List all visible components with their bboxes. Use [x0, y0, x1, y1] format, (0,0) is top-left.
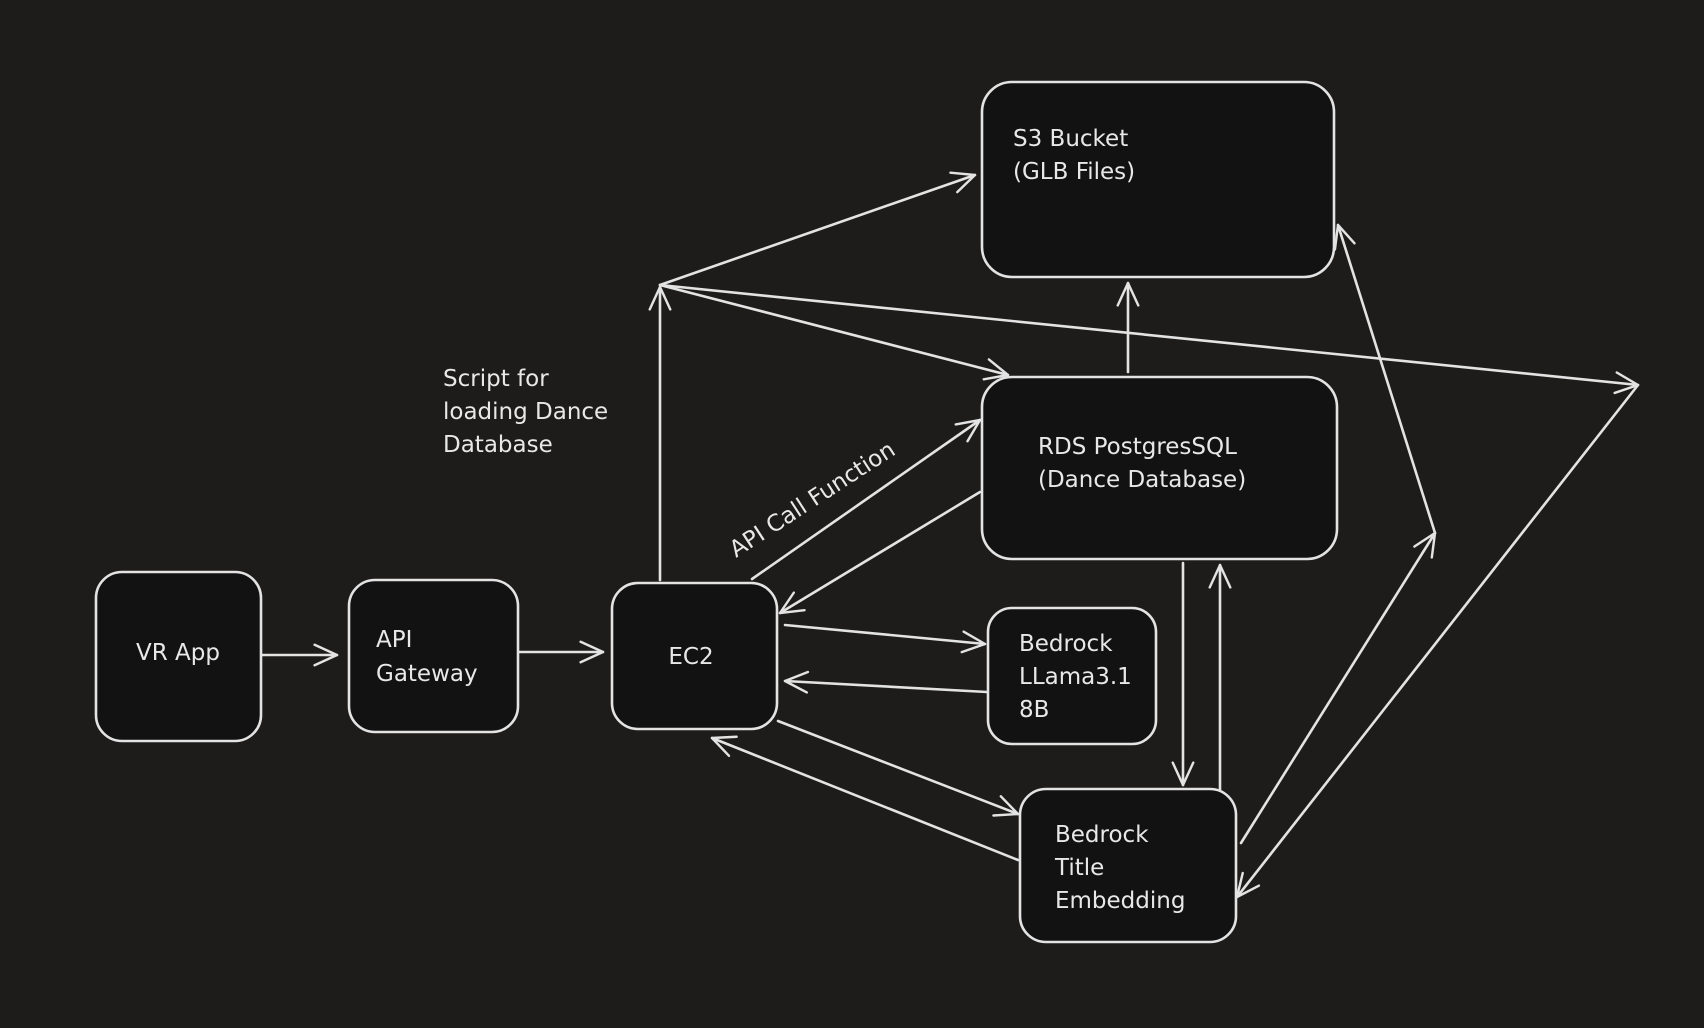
node-bedrock-title-embedding: Bedrock Title Embedding	[1018, 787, 1238, 944]
edge-ec2-to-llama	[783, 623, 987, 654]
script-note-line: Script for	[443, 366, 549, 392]
node-vr-app: VR App	[94, 570, 263, 743]
node-bedrock-llama: Bedrock LLama3.1 8B	[986, 606, 1158, 746]
node-label: Embedding	[1055, 888, 1185, 914]
edge-llama-to-ec2	[783, 670, 989, 694]
edge-junction-to-s3	[658, 171, 977, 287]
edge-lower-vertex-to-s3	[1333, 223, 1437, 535]
node-label: (GLB Files)	[1013, 159, 1135, 185]
api-call-function-label: API Call Function	[725, 437, 900, 563]
node-label: API	[376, 627, 412, 653]
node-label: EC2	[668, 644, 713, 670]
edge-ec2-to-title-embedding	[776, 719, 1020, 817]
node-label: 8B	[1019, 697, 1049, 723]
script-note: Script for loading Dance Database	[443, 366, 608, 458]
edge-title-embedding-to-lower-vertex	[1239, 531, 1437, 845]
script-note-line: Database	[443, 432, 553, 458]
node-api-gateway: API Gateway	[347, 578, 520, 734]
edge-right-vertex-to-title-embedding	[1235, 383, 1640, 899]
node-label: (Dance Database)	[1038, 467, 1246, 493]
node-s3-bucket: S3 Bucket (GLB Files)	[980, 80, 1336, 279]
edge-rds-to-ec2	[778, 490, 982, 615]
node-label: RDS PostgresSQL	[1038, 434, 1237, 460]
script-note-line: loading Dance	[443, 399, 608, 425]
node-label: Gateway	[376, 661, 478, 687]
node-label: Title	[1054, 855, 1104, 881]
node-label: VR App	[136, 640, 220, 666]
edge-ec2-to-rds	[750, 418, 982, 581]
node-label: LLama3.1	[1019, 664, 1132, 690]
edge-title-embedding-to-ec2	[710, 735, 1020, 862]
node-label: S3 Bucket	[1013, 126, 1128, 152]
node-rds-postgres: RDS PostgresSQL (Dance Database)	[980, 375, 1339, 561]
edge-junction-to-rds	[658, 283, 1010, 381]
node-ec2: EC2	[610, 581, 779, 731]
node-label: Bedrock	[1019, 631, 1113, 657]
node-label: Bedrock	[1055, 822, 1149, 848]
edge-junction-to-right-vertex	[658, 283, 1640, 395]
